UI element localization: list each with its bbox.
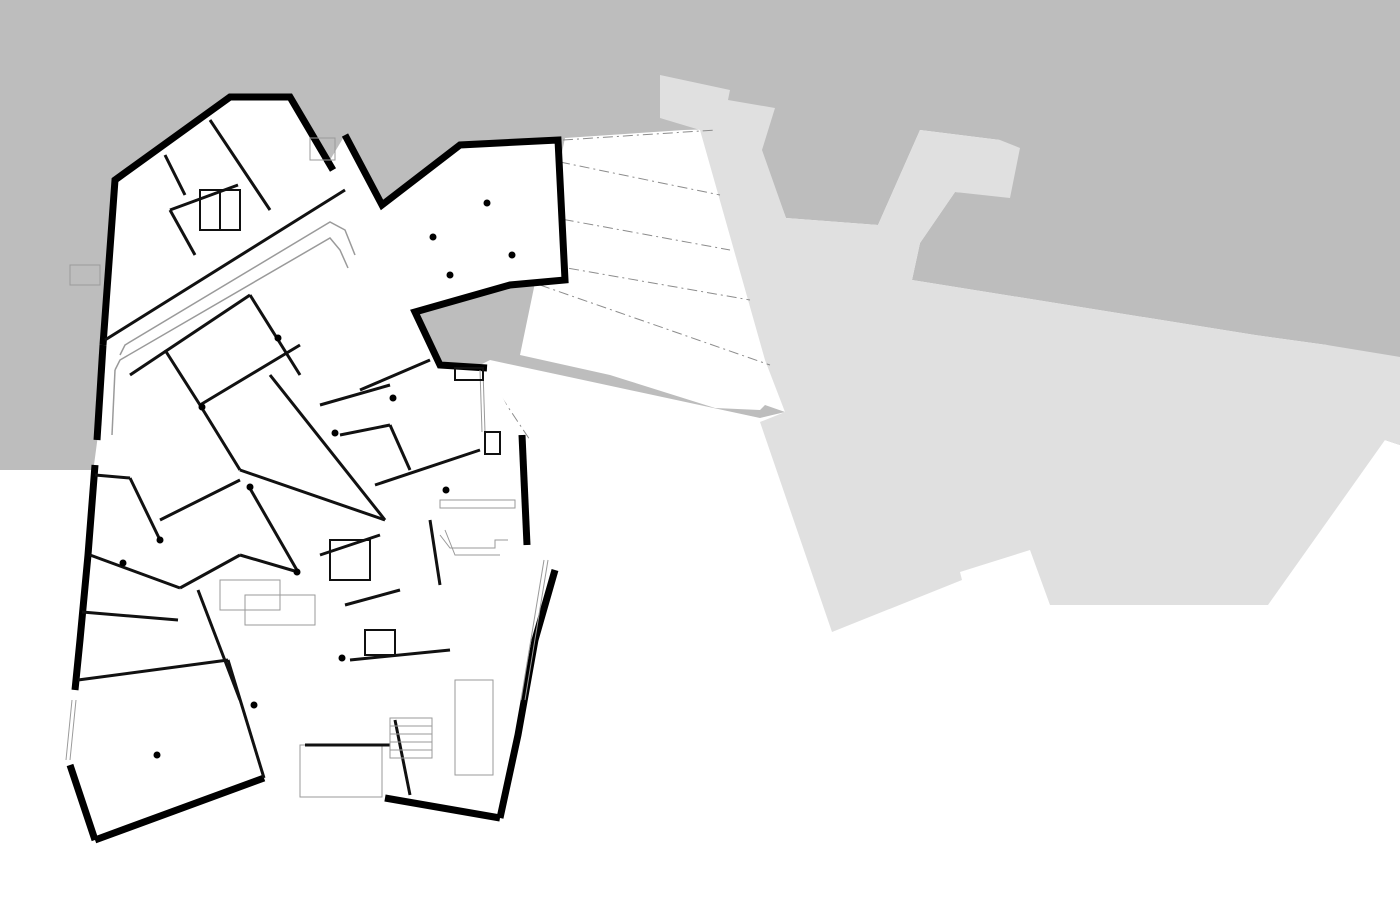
- neighbor-building: [660, 75, 1400, 632]
- building-footprint: [68, 97, 565, 840]
- corridor: [111, 221, 356, 436]
- service-core: [199, 189, 501, 656]
- columns: [119, 199, 516, 759]
- stair-and-fixtures: [219, 137, 516, 776]
- interior-walls: [77, 119, 481, 796]
- exterior-walls: [66, 93, 569, 844]
